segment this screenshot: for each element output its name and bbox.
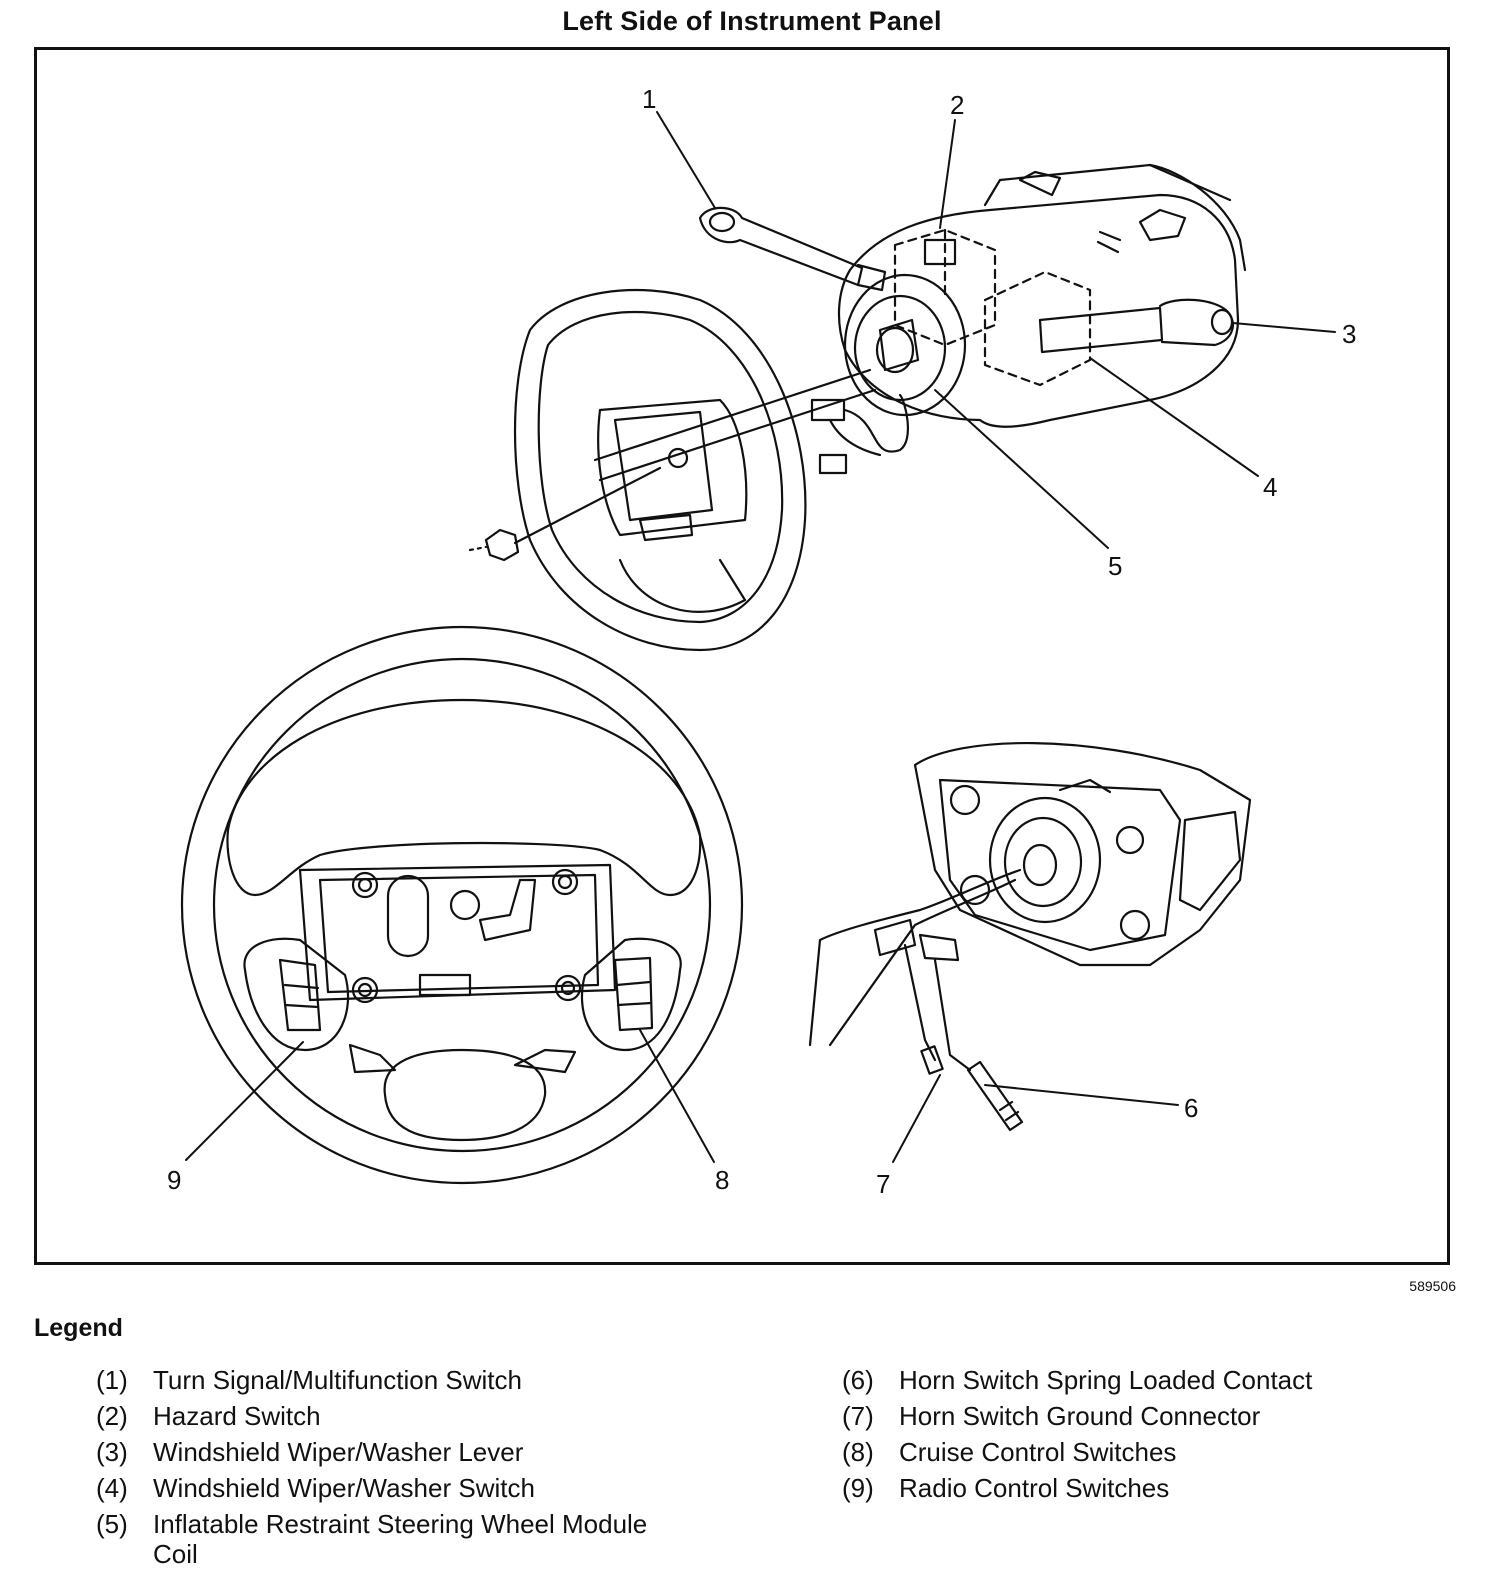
legend-item: (8) Cruise Control Switches [842,1434,1442,1470]
legend-item-text: Windshield Wiper/Washer Switch [153,1473,535,1503]
legend-item-number: (9) [842,1473,874,1503]
legend-item-text: Horn Switch Ground Connector [899,1401,1261,1431]
lower-steering-wheel [180,625,744,1185]
module-wiring [808,868,1024,1132]
figure-id: 589506 [1409,1278,1456,1294]
callout-leader-lines [185,111,1336,1163]
callout-9: 9 [167,1165,182,1195]
diagram-frame [34,47,1450,1265]
legend-item-number: (1) [96,1365,128,1395]
legend-item-number: (2) [96,1401,128,1431]
callout-1: 1 [642,84,657,114]
legend-item-number: (7) [842,1401,874,1431]
legend-item: (7) Horn Switch Ground Connector [842,1398,1442,1434]
legend-item: (1) Turn Signal/Multifunction Switch [96,1362,656,1398]
legend-item-text: Windshield Wiper/Washer Lever [153,1437,524,1467]
steering-wheel-module-coil [843,273,967,417]
radio-control-switch-pad [243,937,350,1052]
callout-2: 2 [950,90,965,120]
legend-item-text: Horn Switch Spring Loaded Contact [899,1365,1313,1395]
legend-item-text: Turn Signal/Multifunction Switch [153,1365,522,1395]
legend-item-number: (8) [842,1437,874,1467]
legend-item: (9) Radio Control Switches [842,1470,1442,1506]
legend-item-text: Inflatable Restraint Steering Wheel Modu… [153,1509,648,1569]
steering-wheel-nut [468,466,662,562]
turn-signal-lever [698,206,887,292]
wiper-washer-lever [1038,298,1234,354]
legend-item: (4) Windshield Wiper/Washer Switch [96,1470,656,1506]
callout-3: 3 [1342,319,1357,349]
legend-item: (5) Inflatable Restraint Steering Wheel … [96,1506,656,1569]
legend-heading: Legend [34,1314,123,1342]
legend-item-text: Cruise Control Switches [899,1437,1177,1467]
coil-wiring [810,393,909,475]
legend-column-left: (1) Turn Signal/Multifunction Switch (2)… [96,1362,656,1569]
legend-column-right: (6) Horn Switch Spring Loaded Contact (7… [842,1362,1442,1506]
legend-item-number: (3) [96,1437,128,1467]
legend-item-number: (6) [842,1365,874,1395]
callout-5: 5 [1108,551,1123,581]
legend-item-number: (5) [96,1509,128,1539]
legend-item-number: (4) [96,1473,128,1503]
legend-item: (6) Horn Switch Spring Loaded Contact [842,1362,1442,1398]
legend-item: (3) Windshield Wiper/Washer Lever [96,1434,656,1470]
callout-8: 8 [715,1165,730,1195]
callout-6: 6 [1184,1093,1199,1123]
cruise-control-switch-pad [580,937,682,1052]
callout-7: 7 [876,1169,891,1199]
legend-item: (2) Hazard Switch [96,1398,656,1434]
legend-item-text: Hazard Switch [153,1401,321,1431]
callout-4: 4 [1263,472,1278,502]
legend-item-text: Radio Control Switches [899,1473,1170,1503]
upper-steering-wheel [513,288,807,652]
diagram-title: Left Side of Instrument Panel [562,6,942,36]
inflatable-restraint-module [913,742,1252,967]
